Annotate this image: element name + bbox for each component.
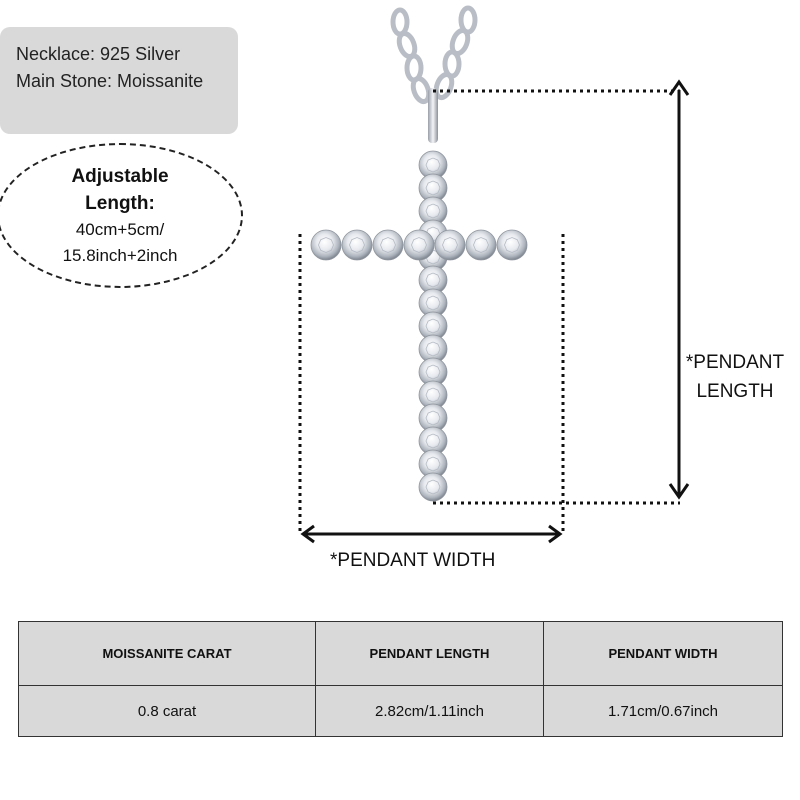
stone-facet <box>425 341 441 357</box>
pendant-length-label: *PENDANT LENGTH <box>680 348 790 406</box>
pendant-width-label: *PENDANT WIDTH <box>330 550 496 571</box>
stone-facet <box>425 203 441 219</box>
cross-pendant-image <box>310 88 528 502</box>
chain-image <box>390 5 478 105</box>
length-cm-text: 40cm+5cm/ <box>75 220 165 239</box>
stone-facet <box>425 272 441 288</box>
length-dimension <box>433 79 690 505</box>
length-heading: Length: <box>85 193 155 214</box>
pendant-length-label-line2: LENGTH <box>696 381 774 402</box>
stone-facet <box>442 237 458 253</box>
cell-length: 2.82cm/1.11inch <box>315 685 544 737</box>
header-carat: MOISSANITE CARAT <box>18 621 316 686</box>
table-header-row: MOISSANITE CARAT PENDANT LENGTH PENDANT … <box>18 621 783 686</box>
stone-facet <box>425 180 441 196</box>
necklace-material-text: Necklace: 925 Silver <box>16 44 181 64</box>
stone-facet <box>425 387 441 403</box>
stone-facet <box>425 410 441 426</box>
moissanite-stone <box>434 229 466 261</box>
adjustable-length-badge: Adjustable Length: 40cm+5cm/ 15.8inch+2i… <box>0 143 243 288</box>
cell-width: 1.71cm/0.67inch <box>543 685 783 737</box>
header-length: PENDANT LENGTH <box>315 621 544 686</box>
main-stone-text: Main Stone: Moissanite <box>16 71 204 91</box>
moissanite-stone <box>418 472 448 502</box>
stone-facet <box>425 433 441 449</box>
specs-table: MOISSANITE CARAT PENDANT LENGTH PENDANT … <box>18 621 783 737</box>
stone-facet <box>318 237 334 253</box>
stone-facet <box>380 237 396 253</box>
length-inch-text: 15.8inch+2inch <box>62 246 178 265</box>
moissanite-stone <box>465 229 497 261</box>
stone-facet <box>349 237 365 253</box>
stone-facet <box>425 318 441 334</box>
material-spec-box: Necklace: 925 Silver Main Stone: Moissan… <box>0 27 238 134</box>
stone-facet <box>504 237 520 253</box>
stone-facet <box>425 456 441 472</box>
stone-facet <box>473 237 489 253</box>
moissanite-stone <box>341 229 373 261</box>
stone-facet <box>411 237 427 253</box>
width-dimension <box>298 234 565 544</box>
pendant-length-label-line1: *PENDANT <box>685 352 785 373</box>
header-width: PENDANT WIDTH <box>543 621 783 686</box>
stone-facet <box>425 479 441 495</box>
moissanite-stone <box>372 229 404 261</box>
cell-carat: 0.8 carat <box>18 685 316 737</box>
stone-facet <box>425 295 441 311</box>
moissanite-stone <box>310 229 342 261</box>
stone-facet <box>425 364 441 380</box>
table-row: 0.8 carat 2.82cm/1.11inch 1.71cm/0.67inc… <box>18 685 783 737</box>
adjustable-heading: Adjustable <box>71 166 169 187</box>
stone-facet <box>425 157 441 173</box>
moissanite-stone <box>403 229 435 261</box>
moissanite-stone <box>496 229 528 261</box>
